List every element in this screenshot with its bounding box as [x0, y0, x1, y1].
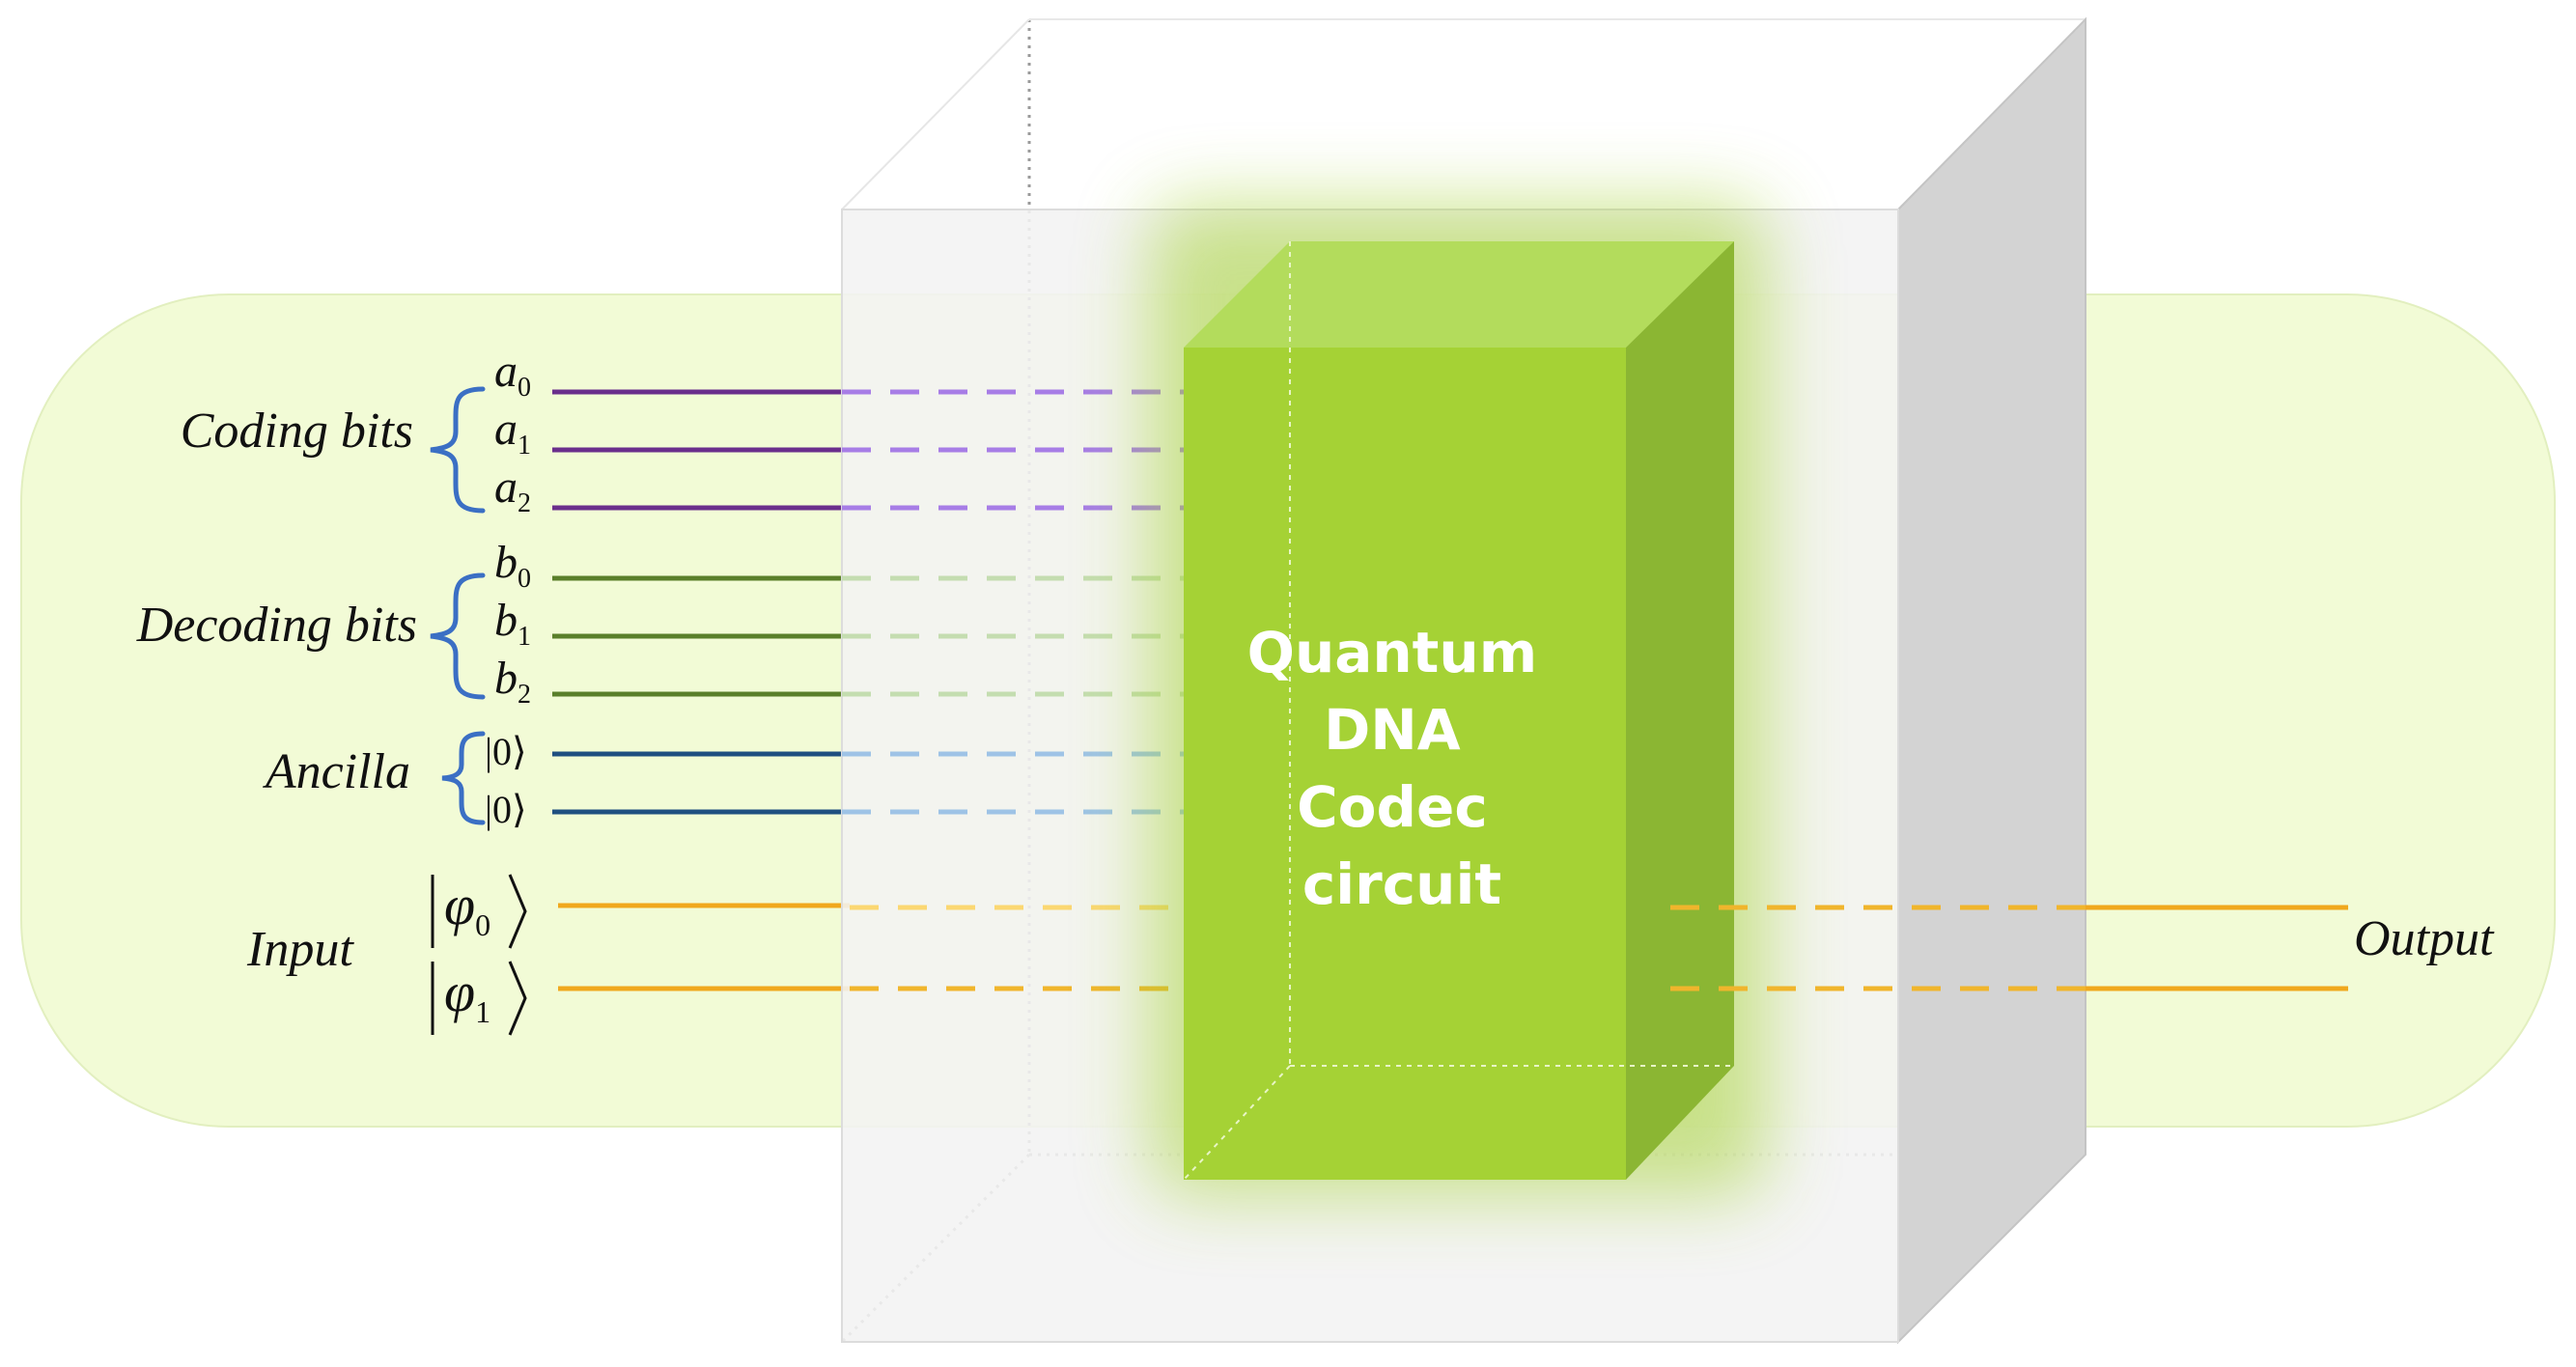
braces	[430, 386, 486, 825]
circuit-title-line-3: Codec	[1297, 774, 1488, 840]
circuit-title-line-2: DNA	[1324, 697, 1461, 763]
label-b1: b1	[494, 595, 531, 652]
input-ket-0: φ0	[431, 874, 527, 949]
left-dashed-wires	[842, 389, 1184, 991]
svg-text:φ1: φ1	[444, 961, 490, 1029]
circuit-title: Quantum DNA Codec circuit	[1247, 620, 1557, 917]
circuit-front	[1184, 348, 1626, 1180]
label-b2: b2	[494, 653, 531, 710]
circuit-title-line-1: Quantum	[1247, 620, 1537, 685]
label-ancilla-0: |0⟩	[485, 730, 527, 773]
output-wires	[1670, 905, 2348, 991]
decoding-bits-label: Decoding bits	[136, 598, 417, 653]
circuit-title-line-4: circuit	[1302, 851, 1501, 917]
brace-ancilla	[441, 731, 486, 825]
circuit-side	[1626, 241, 1734, 1180]
label-b0: b0	[494, 537, 531, 594]
coding-bits-label: Coding bits	[181, 404, 413, 459]
circuit-top	[1184, 241, 1734, 348]
left-solid-wires	[552, 389, 850, 991]
label-a1: a1	[494, 404, 531, 460]
circuit-hidden-edges	[1183, 241, 1734, 1181]
svg-text:φ0: φ0	[444, 874, 490, 942]
label-a2: a2	[494, 461, 531, 518]
outer-cube-side	[1897, 16, 2086, 1345]
brace-coding	[430, 386, 486, 514]
brace-decoding	[430, 572, 486, 700]
outer-cube-top-left-edge	[841, 18, 1030, 210]
label-a0: a0	[494, 346, 531, 403]
input-ket-1: φ1	[431, 961, 527, 1036]
output-label: Output	[2354, 911, 2495, 966]
input-label: Input	[246, 922, 354, 977]
label-ancilla-1: |0⟩	[485, 788, 527, 831]
ancilla-label: Ancilla	[263, 744, 410, 799]
